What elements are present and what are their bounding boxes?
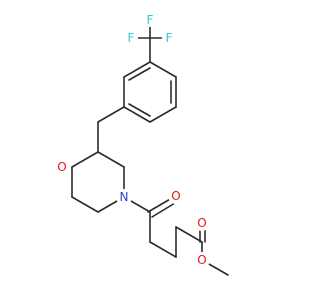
atom-f-left: F	[124, 31, 138, 45]
atom-f-top: F	[143, 13, 157, 27]
atom-label-n-morpholine: N	[120, 190, 129, 204]
bond-carbonyl-o-1	[147, 197, 173, 213]
atom-label-o-morpholine: O	[57, 160, 66, 174]
bond-ring-a4-inner	[128, 103, 151, 117]
atom-label-o-ester-carbonyl: O	[197, 216, 206, 230]
atom-o-ester-carbonyl: O	[194, 215, 210, 231]
bond-ring-ch2	[97, 106, 125, 123]
bond-ring-a6	[123, 61, 151, 78]
atom-label-f-left: F	[128, 31, 135, 45]
bond-chain-4	[175, 226, 203, 243]
atom-n-morpholine: N	[116, 189, 132, 205]
bond-ring-a4	[123, 106, 151, 123]
atom-o-morpholine: O	[54, 159, 70, 175]
bond-ring-a1	[149, 61, 177, 78]
atom-o-ketone: O	[168, 188, 184, 204]
bond-ring-a6-inner	[128, 67, 151, 81]
bond-chain-2	[149, 241, 177, 258]
atom-label-o-ester: O	[197, 253, 206, 267]
atom-label-o-ketone: O	[171, 189, 180, 203]
bond-morph-c2-o	[71, 151, 99, 168]
bond-morph-c3-c2	[97, 151, 125, 168]
atom-f-right: F	[162, 31, 176, 45]
atom-o-ester: O	[194, 252, 210, 268]
bond-ring-a3	[149, 106, 177, 123]
atom-label-f-right: F	[166, 31, 173, 45]
bond-morph-c6-c5	[71, 196, 99, 213]
bond-carbonyl-o-2	[151, 202, 176, 218]
atom-label-f-top: F	[147, 13, 154, 27]
molecule-structure: F F F O N O O O	[54, 13, 229, 276]
